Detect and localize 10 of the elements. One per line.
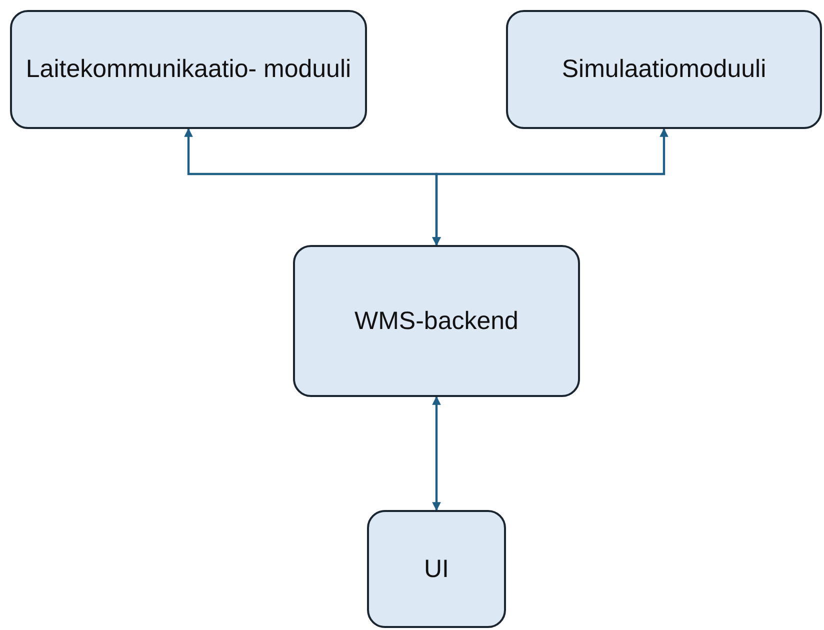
process-box xyxy=(10,10,367,129)
box-label: Simulaatiomoduuli xyxy=(560,54,768,85)
connector-arrow xyxy=(432,396,441,511)
box-label: Laitekommunikaatio- moduuli xyxy=(24,54,352,85)
box-label: WMS-backend xyxy=(354,306,520,336)
process-box xyxy=(506,10,822,129)
box-label: UI xyxy=(423,554,450,584)
process-box xyxy=(293,245,580,397)
connector-arrow xyxy=(432,128,668,246)
process-box xyxy=(367,510,506,628)
